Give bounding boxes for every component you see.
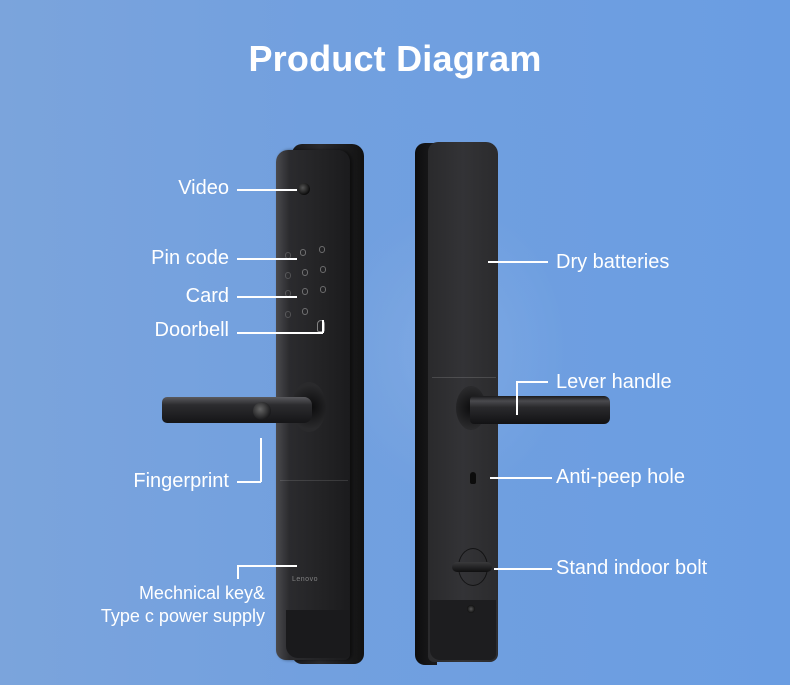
callout-lever-handle: Lever handle xyxy=(556,371,672,393)
doorbell-icon xyxy=(317,320,325,332)
brand-logo: Lenovo xyxy=(292,576,318,583)
callout-fingerprint: Fingerprint xyxy=(133,470,229,492)
key-3 xyxy=(319,246,325,253)
callout-mechanical-key-line2: Type c power supply xyxy=(100,606,265,626)
back-lock-bottom xyxy=(430,600,496,660)
front-lock-seam xyxy=(280,480,348,481)
leader-line-fingerprint xyxy=(237,481,261,483)
leader-line-doorbell-vertical xyxy=(322,320,324,333)
back-lever-handle xyxy=(470,396,610,424)
key-2 xyxy=(300,249,306,256)
front-lock-bottom xyxy=(286,610,350,658)
screw-icon xyxy=(467,605,475,613)
callout-pin-code: Pin code xyxy=(151,247,229,269)
keyhole-icon xyxy=(470,472,476,484)
page-title: Product Diagram xyxy=(248,38,542,79)
front-lever-handle xyxy=(162,397,312,423)
key-0 xyxy=(302,308,308,315)
back-lock-seam xyxy=(432,377,496,378)
callout-card: Card xyxy=(185,285,229,307)
key-5 xyxy=(302,269,308,276)
key-star xyxy=(285,311,291,318)
leader-line-dry-batteries xyxy=(488,261,548,263)
leader-line-video xyxy=(237,189,297,191)
key-8 xyxy=(302,288,308,295)
leader-line-pin-code xyxy=(237,258,297,260)
leader-line-stand-indoor-bolt xyxy=(494,568,552,570)
callout-doorbell: Doorbell xyxy=(154,319,229,341)
leader-line-lever-handle-vertical xyxy=(516,381,518,415)
camera-icon xyxy=(298,183,310,195)
leader-line-lever-handle xyxy=(516,381,548,383)
leader-line-mechanical-key xyxy=(237,565,297,567)
callout-video: Video xyxy=(178,177,229,199)
leader-line-fingerprint-vertical xyxy=(260,438,262,482)
leader-line-card xyxy=(237,296,297,298)
leader-line-doorbell xyxy=(237,332,323,334)
thumbturn-bolt-knob xyxy=(452,562,492,572)
callout-mechanical-key: Mechnical key& Type c power supply xyxy=(101,582,265,628)
leader-line-mechanical-key-vertical xyxy=(237,565,239,579)
key-9 xyxy=(320,286,326,293)
callout-anti-peep-hole: Anti-peep hole xyxy=(556,466,685,488)
fingerprint-sensor-icon xyxy=(253,402,271,420)
key-6 xyxy=(320,266,326,273)
callout-dry-batteries: Dry batteries xyxy=(556,251,670,273)
key-4 xyxy=(285,272,291,279)
callout-mechanical-key-line1: Mechnical key& xyxy=(138,583,265,603)
callout-stand-indoor-bolt: Stand indoor bolt xyxy=(556,557,708,579)
leader-line-anti-peep-hole xyxy=(490,477,552,479)
